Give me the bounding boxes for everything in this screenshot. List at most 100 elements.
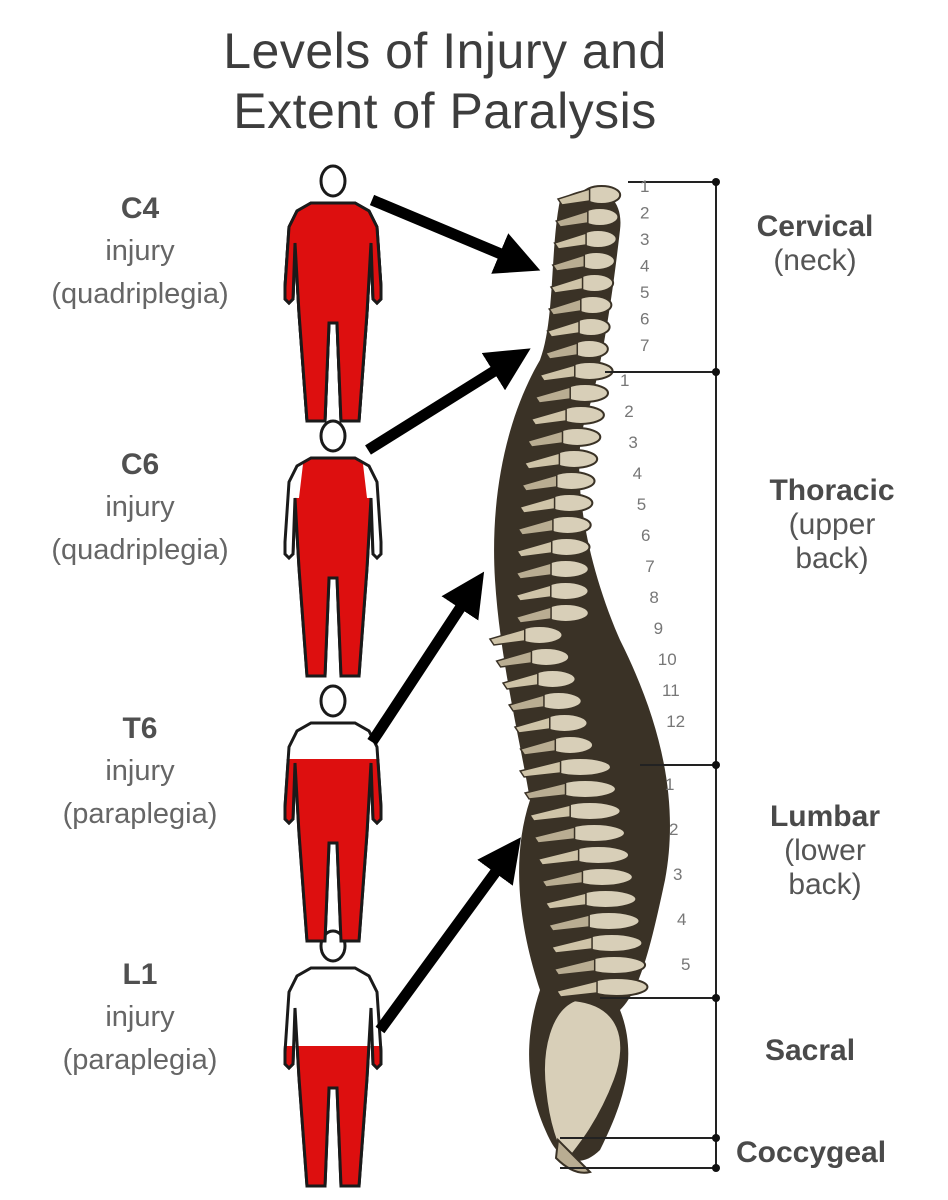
title-line-2: Extent of Paralysis (233, 83, 657, 139)
vertebra-process (553, 958, 596, 976)
region-brackets (560, 181, 717, 1169)
injury-word: injury (105, 235, 175, 267)
vertebra-process (553, 231, 587, 250)
bracket-dot (712, 994, 720, 1002)
injury-type: (quadriplegia) (51, 534, 229, 566)
vertebra-process (516, 518, 554, 536)
figure-head (319, 684, 347, 718)
injury-type: (paraplegia) (62, 1044, 218, 1076)
vertebra-number: 1 (620, 371, 629, 390)
vertebra-number: 4 (640, 257, 649, 276)
vertebra-number: 8 (649, 588, 658, 607)
vertebra-process (549, 275, 584, 294)
vertebra-number: 1 (640, 177, 649, 196)
region-name: Sacral (764, 1034, 856, 1067)
bracket-dot (712, 1134, 720, 1142)
region-coccygeal: Coccygeal (706, 1136, 916, 1170)
vertebra-process (523, 452, 561, 470)
injury-word: injury (105, 491, 175, 523)
sacrum (542, 998, 623, 1162)
injury-word: injury (105, 755, 175, 787)
region-desc: (neck) (773, 244, 857, 277)
region-desc-2: back) (788, 868, 862, 901)
vertebra-number: 9 (654, 619, 663, 638)
vertebra-process (488, 628, 526, 646)
region-cervical: Cervical (neck) (730, 210, 900, 278)
region-sacral: Sacral (730, 1034, 890, 1068)
vertebra-number: 4 (677, 910, 686, 929)
region-desc-2: back) (795, 542, 869, 575)
vertebra-number: 5 (640, 283, 649, 302)
region-desc: (lower (784, 834, 866, 867)
vertebra-process (520, 474, 558, 492)
vertebra-process (547, 914, 590, 932)
arrow-c6 (365, 348, 531, 455)
region-name: Cervical (756, 210, 874, 243)
vertebra-process (532, 826, 576, 844)
figure-head (319, 929, 347, 963)
vertebra-process (515, 562, 552, 580)
vertebra-process (519, 738, 557, 756)
bracket-dot (712, 761, 720, 769)
vertebra-process (538, 364, 576, 382)
injury-word: injury (105, 1001, 175, 1033)
vertebra-number: 12 (666, 712, 685, 731)
vertebra-process (546, 319, 580, 338)
vertebra-number: 4 (633, 464, 642, 483)
injury-type: (paraplegia) (62, 798, 218, 830)
figure-l1 (283, 929, 383, 1188)
vertebra-number: 2 (669, 820, 678, 839)
region-thoracic: Thoracic (upper back) (742, 474, 922, 576)
vertebra-process (550, 936, 593, 954)
figure-t6 (283, 684, 383, 943)
region-name: Thoracic (769, 474, 895, 507)
vertebra-process (555, 980, 598, 998)
injury-level: C4 (120, 192, 160, 225)
bracket-dot (712, 178, 720, 186)
vertebra-number: 10 (658, 650, 677, 669)
vertebra-number: 11 (662, 681, 680, 700)
arrow-c4 (369, 194, 541, 274)
region-name: Lumbar (769, 800, 880, 833)
vertebra-number: 5 (681, 955, 690, 974)
bracket-dot (712, 368, 720, 376)
vertebra-process (530, 408, 567, 426)
injury-level: T6 (122, 712, 158, 745)
vertebra-process (515, 606, 552, 624)
vertebra-process (537, 848, 580, 866)
region-lumbar: Lumbar (lower back) (740, 800, 910, 902)
bracket-dot (712, 1164, 720, 1172)
region-desc: (upper (788, 508, 876, 541)
vertebra-number: 6 (640, 310, 649, 329)
vertebra-process (544, 341, 579, 360)
region-name: Coccygeal (735, 1136, 887, 1169)
coccyx (554, 1137, 592, 1174)
vertebra-process (518, 760, 562, 778)
vertebra-number: 2 (640, 204, 649, 223)
vertebra-process (548, 297, 582, 316)
vertebra-process (518, 496, 556, 514)
vertebra-process (544, 892, 587, 910)
vertebra-process (501, 672, 539, 690)
vertebra-number: 2 (624, 402, 633, 421)
vertebra-number: 6 (641, 526, 650, 545)
vertebra-number: 1 (665, 775, 674, 794)
figure-c4 (283, 164, 383, 423)
figure-head (319, 164, 347, 198)
vertebra-process (515, 540, 553, 558)
vertebra-process (523, 782, 567, 800)
vertebra-process (514, 584, 552, 602)
vertebra-number: 3 (628, 433, 637, 452)
vertebra-process (556, 187, 591, 206)
vertebra-process (507, 694, 545, 712)
vertebra-number: 3 (640, 230, 649, 249)
vertebra-number: 7 (645, 557, 654, 576)
paralysis-area-c4 (283, 201, 383, 423)
arrow-t6 (367, 571, 485, 746)
vertebra-number: 5 (637, 495, 646, 514)
figure-c6 (283, 419, 383, 678)
injury-level: L1 (122, 958, 158, 991)
